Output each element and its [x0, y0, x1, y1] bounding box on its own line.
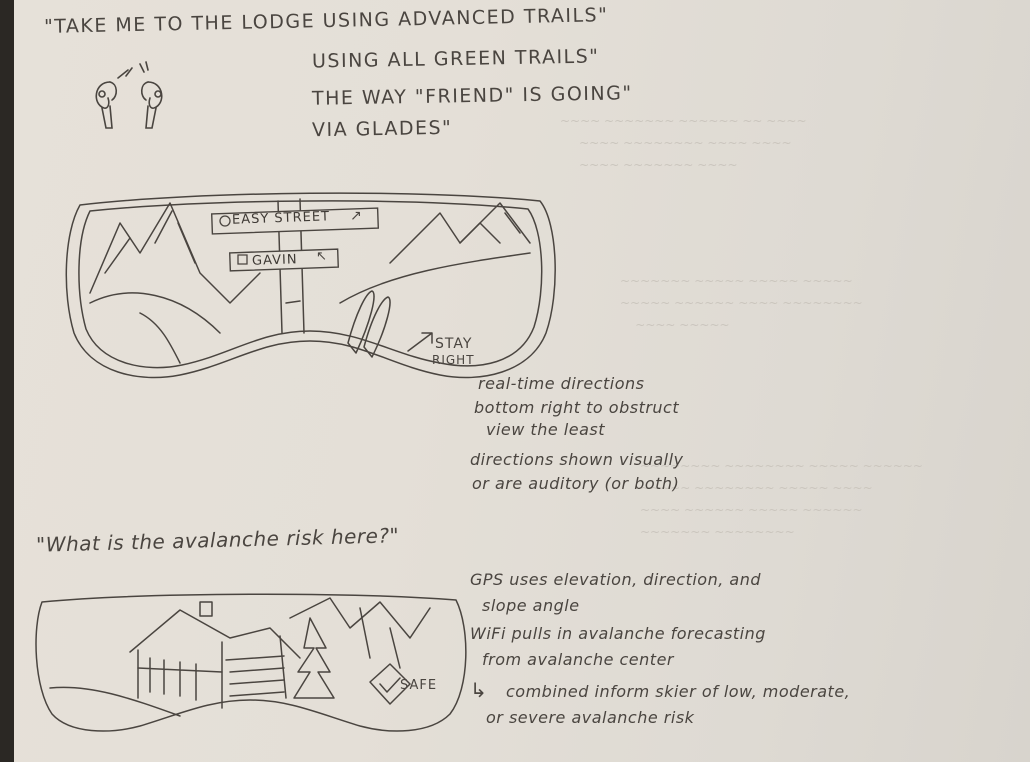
note-bottom-right: bottom right to obstruct: [474, 398, 679, 417]
note-severe: or severe avalanche risk: [486, 708, 694, 727]
direction-hint-line-1: STAY: [435, 336, 472, 352]
trail-sign-gavin-arrow-icon: ↖: [316, 249, 327, 264]
note-avalanche-center: from avalanche center: [482, 650, 674, 669]
trail-sign-gavin: GAVIN: [252, 252, 298, 269]
note-directions-visual: directions shown visually: [470, 450, 684, 469]
bleed-through-text: ~~~~ ~~~~~~~ ~~~~~~ ~~ ~~~~ ~~~~ ~~~~~~~…: [560, 110, 807, 176]
note-view-least: view the least: [486, 420, 605, 439]
earbuds-icon: [88, 58, 178, 148]
note-auditory: or are auditory (or both): [472, 474, 679, 493]
note-combined: combined inform skier of low, moderate,: [506, 682, 850, 701]
arrow-combined-icon: ↳: [470, 678, 487, 702]
note-slope-angle: slope angle: [482, 596, 580, 615]
goggle-lens-avalanche: [30, 588, 470, 738]
headline-line-4: VIA GLADES": [312, 117, 453, 141]
note-gps: GPS uses elevation, direction, and: [470, 570, 761, 589]
bleed-through-text-2: ~~~~~~~ ~~~~~ ~~~~~ ~~~~~ ~~~~~ ~~~~~~ ~…: [620, 270, 863, 336]
note-realtime: real-time directions: [478, 374, 644, 393]
note-wifi: WiFi pulls in avalanche forecasting: [470, 624, 766, 643]
avalanche-status-safe: SAFE: [400, 678, 437, 693]
trail-sign-arrow-icon: ↗: [350, 208, 362, 224]
direction-hint-line-2: RIGHT: [432, 353, 475, 367]
